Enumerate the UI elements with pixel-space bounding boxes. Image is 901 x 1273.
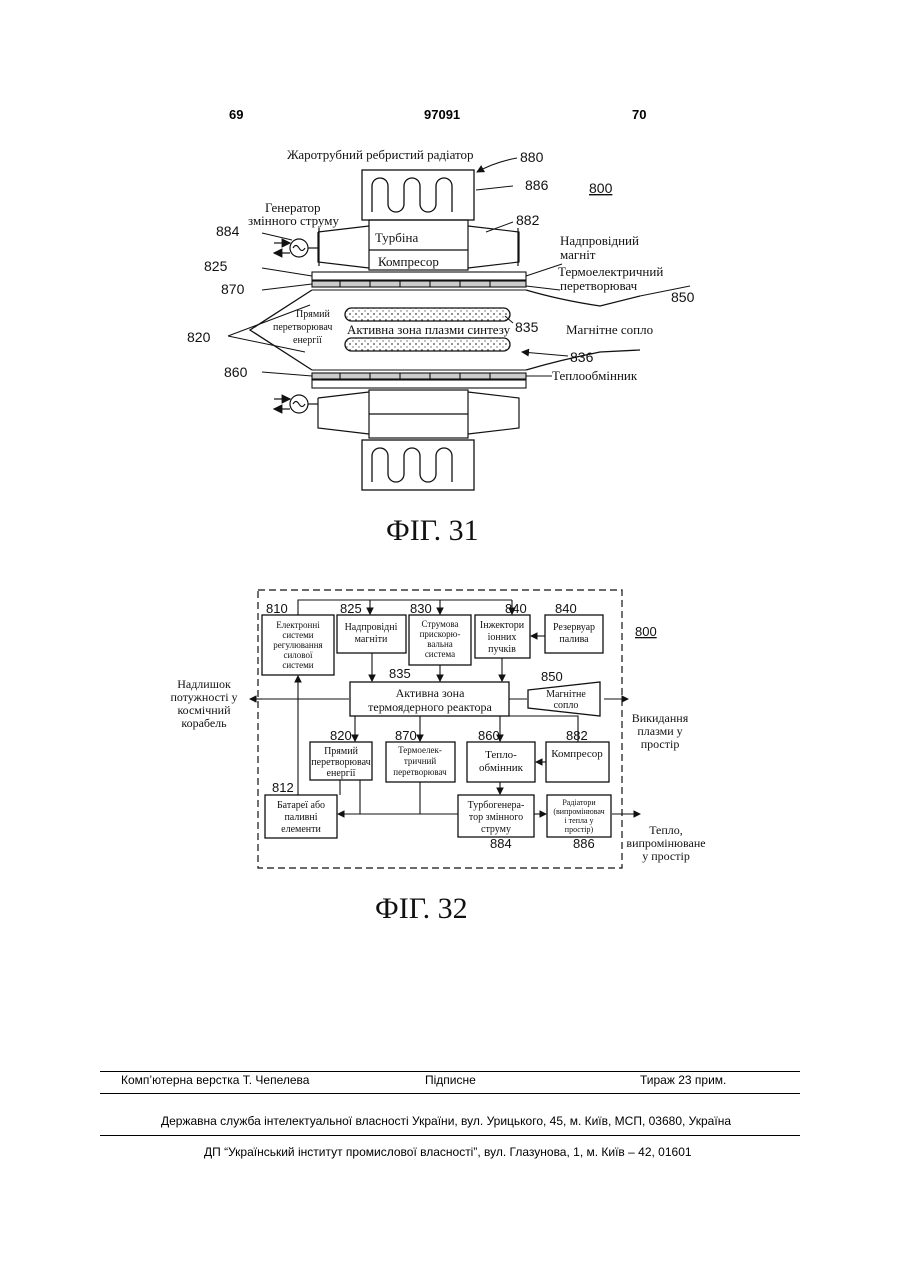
exchanger-line-2: обмінник xyxy=(479,762,524,774)
radiators-line-3: і тепла у xyxy=(564,816,593,825)
ref32-860: 860 xyxy=(478,728,500,743)
ref32-820: 820 xyxy=(330,728,352,743)
ref32-840b: 840 xyxy=(555,601,577,616)
accelerator-line-2: прискорю- xyxy=(420,629,461,639)
excess-line-4: корабель xyxy=(181,716,227,730)
footer-rule-1 xyxy=(100,1071,800,1072)
accelerator-line-1: Струмова xyxy=(421,619,458,629)
footer-subscription: Підписне xyxy=(425,1073,476,1087)
magnets-line-1: Надпровідні xyxy=(345,622,398,633)
radiators-line-2: (випромінювач xyxy=(553,807,604,816)
ref32-886: 886 xyxy=(573,836,595,851)
exhaust-line-2: плазми у xyxy=(637,724,682,738)
ref32-812: 812 xyxy=(272,780,294,795)
batteries-line-3: елементи xyxy=(281,824,321,835)
nozzle-line-1: Магнітне xyxy=(546,689,586,700)
electronics-line-1: Електронні xyxy=(276,620,320,630)
turbo-line-3: струму xyxy=(481,824,511,835)
injectors-line-1: Інжектори xyxy=(480,620,525,631)
excess-line-2: потужності у xyxy=(170,690,237,704)
excess-line-1: Надлишок xyxy=(177,677,231,691)
compressor-text: Компресор xyxy=(551,748,603,760)
ref32-870: 870 xyxy=(395,728,417,743)
heat-line-1: Тепло, xyxy=(649,823,683,837)
ref32-830: 830 xyxy=(410,601,432,616)
ref32-800: 800 xyxy=(635,624,657,639)
core-line-1: Активна зона xyxy=(396,686,466,700)
radiators-line-1: Радіатори xyxy=(562,798,596,807)
accelerator-line-4: система xyxy=(425,649,455,659)
electronics-line-5: системи xyxy=(282,660,313,670)
figure-32-caption: ФІГ. 32 xyxy=(375,892,468,925)
reservoir-line-2: палива xyxy=(559,634,589,645)
exhaust-line-3: простір xyxy=(641,737,680,751)
thermo-line-1: Термоелек- xyxy=(398,745,442,755)
electronics-line-2: системи xyxy=(282,630,313,640)
direct-line-1: Прямий xyxy=(324,746,359,757)
batteries-line-1: Батареї або xyxy=(277,800,325,811)
accelerator-line-3: вальна xyxy=(427,639,453,649)
nozzle-line-2: сопло xyxy=(554,700,579,711)
direct-line-3: енергії xyxy=(327,768,356,779)
footer-institute: ДП “Український інститут промислової вла… xyxy=(204,1145,692,1159)
footer-circulation: Тираж 23 прим. xyxy=(640,1073,726,1087)
electronics-line-4: силової xyxy=(284,650,313,660)
direct-line-2: перетворювач xyxy=(311,757,370,768)
radiators-line-4: простір) xyxy=(565,825,594,834)
thermo-line-2: тричний xyxy=(404,756,437,766)
exhaust-line-1: Викидання xyxy=(632,711,689,725)
injectors-line-3: пучків xyxy=(488,644,516,655)
ref32-884: 884 xyxy=(490,836,512,851)
figure-32: Електронні системи регулювання силової с… xyxy=(0,0,901,940)
ref32-835: 835 xyxy=(389,666,411,681)
core-line-2: термоядерного реактора xyxy=(368,700,492,714)
thermo-line-3: перетворювач xyxy=(393,767,447,777)
heat-line-2: випромінюване xyxy=(626,836,705,850)
ref32-810: 810 xyxy=(266,601,288,616)
turbo-line-1: Турбогенера- xyxy=(468,800,525,811)
footer-layout-credit: Комп’ютерна верстка Т. Чепелева xyxy=(121,1073,309,1087)
footer-office: Державна служба інтелектуальної власност… xyxy=(161,1114,731,1128)
heat-line-3: у простір xyxy=(642,849,690,863)
batteries-line-2: паливні xyxy=(284,812,317,823)
ref32-825: 825 xyxy=(340,601,362,616)
excess-line-3: космічний xyxy=(177,703,231,717)
ref32-882: 882 xyxy=(566,728,588,743)
reservoir-line-1: Резервуар xyxy=(553,622,595,633)
magnets-line-2: магніти xyxy=(355,634,388,645)
ref32-840a: 840 xyxy=(505,601,527,616)
injectors-line-2: іонних xyxy=(488,632,517,643)
exchanger-line-1: Тепло- xyxy=(485,749,517,761)
ref32-850: 850 xyxy=(541,669,563,684)
footer-rule-3 xyxy=(100,1135,800,1136)
electronics-line-3: регулювання xyxy=(273,640,322,650)
footer-rule-2 xyxy=(100,1093,800,1094)
turbo-line-2: тор змінного xyxy=(469,812,523,823)
